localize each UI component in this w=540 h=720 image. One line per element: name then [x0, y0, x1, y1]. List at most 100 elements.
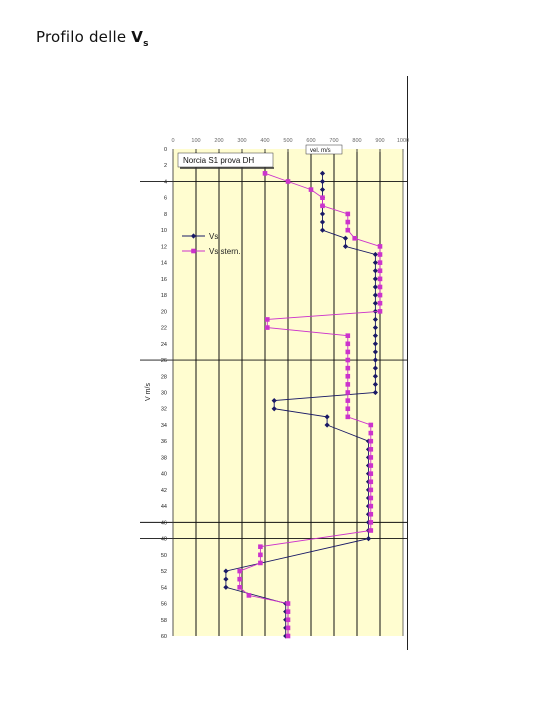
- data-point-vs-stern: [368, 422, 374, 428]
- data-point-vs: [319, 186, 326, 193]
- data-point-vs: [319, 178, 326, 185]
- data-point-vs-stern: [285, 179, 291, 184]
- y-tick-label: 52: [161, 569, 167, 575]
- data-point-vs: [223, 568, 229, 574]
- chart-title: Norcia S1 prova DH: [183, 156, 254, 165]
- data-point-vs-stern: [345, 365, 351, 371]
- page-title-subscript: s: [143, 39, 149, 49]
- data-point-vs-stern: [320, 203, 325, 209]
- data-point-vs-stern: [246, 593, 252, 598]
- data-point-vs: [342, 243, 349, 249]
- y-axis-label: V m/s: [145, 383, 152, 401]
- x-unit-box: [305, 144, 343, 155]
- data-point-vs-stern: [368, 455, 374, 460]
- y-tick-label: 58: [161, 618, 167, 624]
- data-point-vs-stern: [285, 609, 291, 614]
- y-tick-label: 20: [161, 309, 167, 315]
- y-tick-label: 34: [161, 423, 167, 429]
- data-point-vs-stern: [377, 284, 383, 290]
- data-point-vs-stern: [345, 373, 351, 379]
- data-point-vs-stern: [368, 463, 374, 468]
- page-title-prefix: Profilo delle: [36, 28, 132, 46]
- data-point-vs: [372, 357, 378, 363]
- data-point-vs: [372, 341, 378, 347]
- data-point-vs-stern: [237, 568, 242, 574]
- data-point-vs-stern: [345, 349, 351, 355]
- data-point-vs-stern: [368, 479, 374, 485]
- y-tick-label: 2: [164, 163, 167, 169]
- data-point-vs-stern: [377, 300, 383, 306]
- data-point-vs-stern: [237, 576, 242, 582]
- y-tick-label: 44: [161, 504, 167, 510]
- y-tick-label: 28: [161, 374, 167, 380]
- data-point-vs: [372, 300, 378, 306]
- legend-label: Vs: [209, 232, 218, 241]
- y-tick-label: 48: [161, 537, 167, 543]
- series-vs-stern: [237, 171, 383, 639]
- y-tick-label: 42: [161, 488, 167, 494]
- data-point-vs: [372, 349, 378, 355]
- y-tick-label: 16: [161, 277, 167, 283]
- data-point-vs-stern: [377, 276, 383, 282]
- data-point-vs: [372, 268, 378, 274]
- data-point-vs-stern: [368, 520, 374, 525]
- data-point-vs-stern: [237, 585, 242, 590]
- x-unit-label: vel. m/s: [310, 148, 331, 154]
- data-point-vs-stern: [377, 252, 383, 257]
- y-tick-label: 8: [164, 212, 167, 218]
- data-point-vs-stern: [368, 503, 374, 509]
- y-tick-label: 60: [161, 634, 167, 640]
- data-point-vs-stern: [285, 617, 291, 623]
- y-tick-label: 30: [161, 391, 167, 397]
- data-point-vs: [342, 235, 349, 241]
- y-tick-label: 32: [161, 407, 167, 413]
- data-point-vs-stern: [258, 544, 263, 550]
- y-tick-label: 18: [161, 293, 167, 299]
- data-point-vs-stern: [285, 601, 291, 606]
- data-point-vs-stern: [345, 227, 351, 233]
- data-point-vs-stern: [352, 235, 357, 241]
- data-point-vs-stern: [368, 528, 374, 533]
- data-point-vs-stern: [258, 560, 263, 566]
- page-divider: [407, 76, 408, 650]
- y-tick-label: 56: [161, 602, 167, 608]
- data-point-vs-stern: [345, 357, 351, 363]
- y-tick-labels: 0246810121416182022242628303234363840424…: [161, 147, 167, 640]
- data-point-vs-stern: [285, 625, 291, 631]
- data-point-vs-stern: [377, 309, 383, 314]
- y-tick-label: 12: [161, 244, 167, 250]
- legend-label: Vs stern.: [209, 247, 241, 256]
- y-tick-label: 36: [161, 439, 167, 445]
- data-point-vs-stern: [258, 552, 263, 558]
- x-tick-label: 800: [352, 138, 361, 144]
- y-tick-label: 50: [161, 553, 167, 559]
- y-tick-label: 26: [161, 358, 167, 364]
- data-point-vs: [372, 389, 378, 396]
- data-point-vs: [372, 373, 378, 379]
- x-tick-label: 200: [214, 138, 223, 144]
- data-point-vs: [319, 211, 326, 217]
- data-point-vs: [324, 414, 330, 420]
- data-point-vs: [372, 365, 378, 371]
- data-point-vs: [324, 422, 330, 428]
- data-point-vs-stern: [377, 244, 383, 249]
- data-point-vs-stern: [345, 382, 351, 387]
- y-tick-label: 0: [164, 147, 167, 153]
- data-point-vs: [372, 333, 378, 339]
- y-tick-label: 10: [161, 228, 167, 234]
- data-point-vs: [223, 584, 229, 590]
- data-point-vs: [372, 381, 378, 387]
- y-tick-label: 22: [161, 326, 167, 332]
- x-tick-label: 1000: [397, 138, 409, 144]
- y-tick-label: 54: [161, 585, 167, 591]
- data-point-vs-stern: [377, 268, 383, 274]
- data-point-vs-stern: [368, 471, 374, 476]
- y-tick-label: 6: [164, 196, 167, 202]
- data-point-vs-stern: [377, 260, 383, 265]
- data-point-vs-stern: [262, 171, 268, 176]
- chart-title-box: [177, 152, 274, 168]
- data-point-vs-stern: [368, 495, 374, 501]
- y-tick-label: 24: [161, 342, 167, 348]
